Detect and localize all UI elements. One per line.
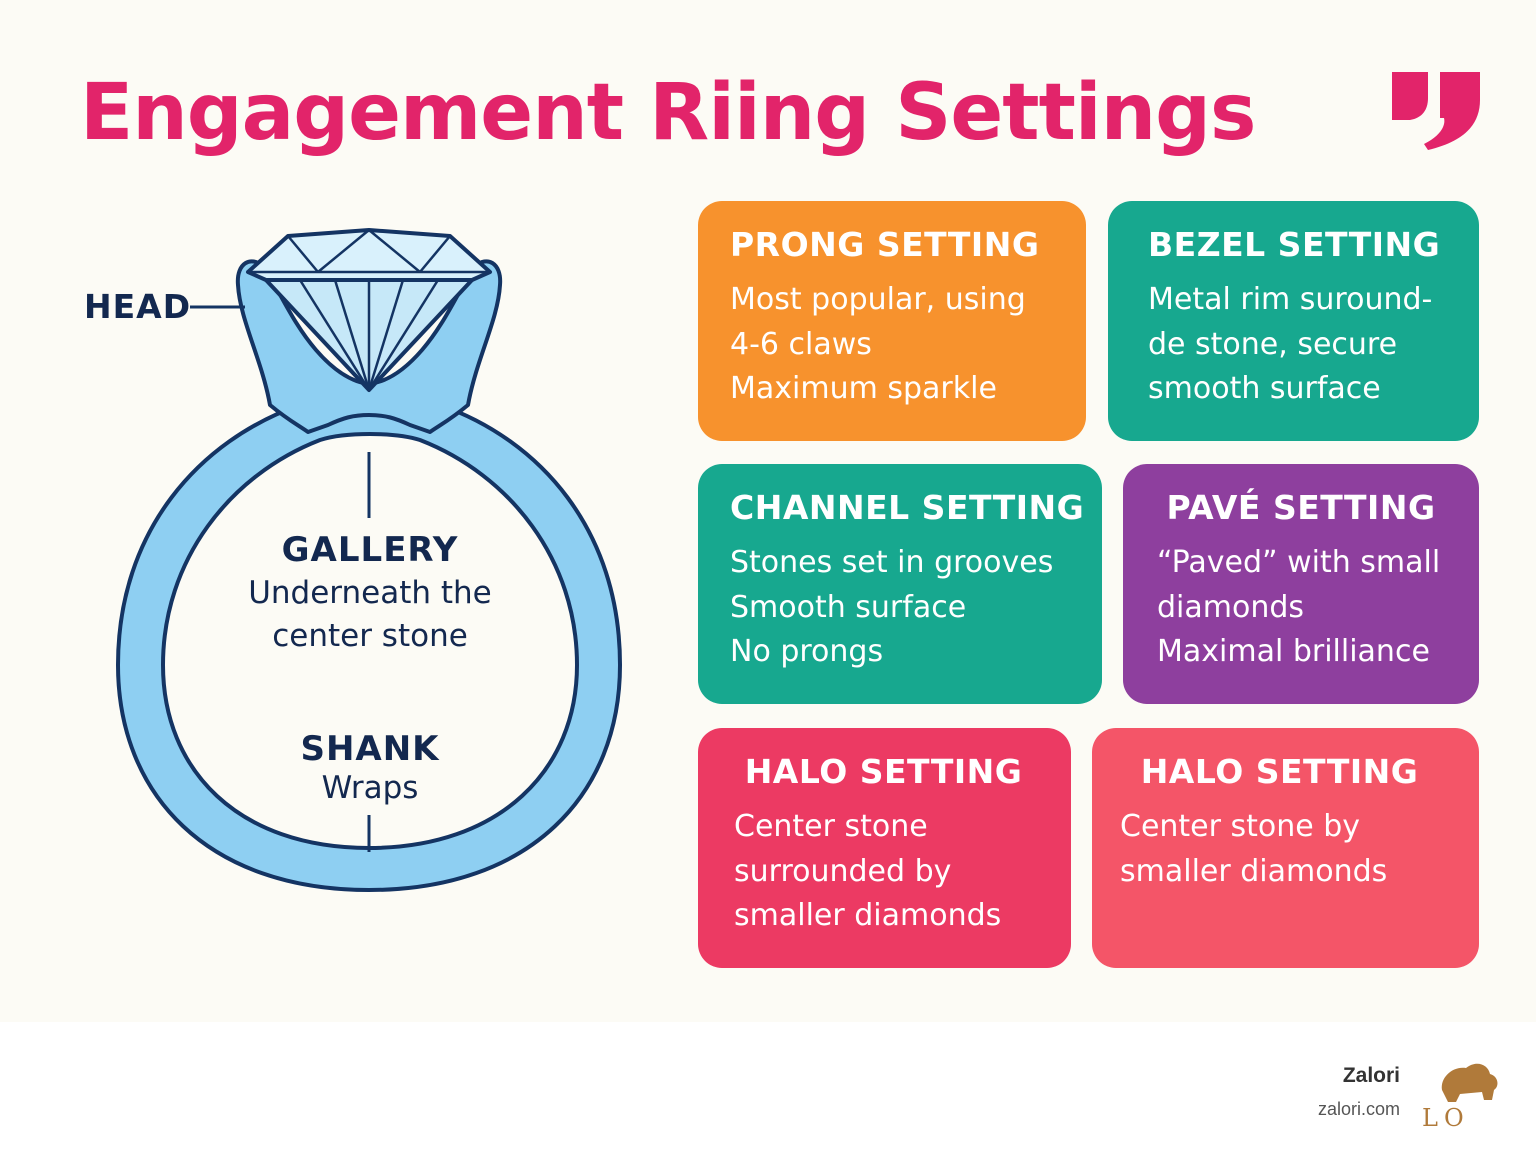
footer-url: zalori.com	[1317, 1099, 1400, 1119]
card-title: BEZEL SETTING	[1148, 225, 1441, 264]
card-title: PAVÉ SETTING	[1166, 488, 1436, 527]
page-title: Engagement Riing Settings	[80, 68, 1256, 158]
footer-brand-name: Zalori	[1342, 1064, 1400, 1087]
card-title: HALO SETTING	[1140, 752, 1419, 791]
lion-logo-icon: LO	[1422, 1063, 1498, 1130]
ring-shank	[115, 395, 623, 893]
quote-mark-icon	[1392, 72, 1480, 150]
card-halo-setting-2: HALO SETTING Center stone by smaller dia…	[1092, 728, 1479, 968]
card-prong-setting: PRONG SETTING Most popular, using 4-6 cl…	[698, 201, 1086, 441]
card-pave-setting: PAVÉ SETTING “Paved” with small diamonds…	[1123, 464, 1479, 704]
logo-lettering: LO	[1422, 1104, 1470, 1130]
card-title: CHANNEL SETTING	[730, 488, 1085, 527]
card-channel-setting: CHANNEL SETTING Stones set in grooves Sm…	[698, 464, 1102, 704]
card-bezel-setting: BEZEL SETTING Metal rim suround- de ston…	[1108, 201, 1479, 441]
label-gallery-title: GALLERY	[281, 530, 459, 570]
label-shank-text: Wraps	[321, 770, 419, 806]
card-halo-setting: HALO SETTING Center stone surrounded by …	[698, 728, 1071, 968]
label-shank-title: SHANK	[300, 729, 440, 769]
card-title: HALO SETTING	[744, 752, 1023, 791]
ring-diagram	[115, 228, 623, 893]
card-title: PRONG SETTING	[730, 225, 1040, 264]
label-gallery-text: Underneath the center stone	[248, 575, 492, 654]
card-text: Center stone by smaller diamonds	[1120, 809, 1388, 889]
card-text: “Paved” with small diamonds Maximal bril…	[1157, 545, 1441, 669]
label-head: HEAD	[84, 287, 192, 326]
card-text: Most popular, using 4-6 claws Maximum sp…	[730, 282, 1026, 406]
card-text: Stones set in grooves Smooth surface No …	[730, 545, 1054, 669]
card-text: Metal rim suround- de stone, secure smoo…	[1148, 282, 1433, 406]
card-text: Center stone surrounded by smaller diamo…	[734, 809, 1002, 933]
